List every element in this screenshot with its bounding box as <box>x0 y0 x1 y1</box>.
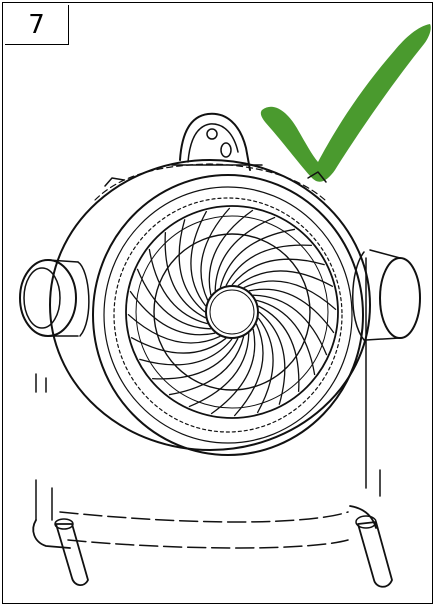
fan-blade <box>168 336 245 396</box>
step-number: 7 <box>5 5 69 45</box>
checkmark-icon <box>260 24 431 182</box>
fan-grille <box>125 205 339 419</box>
fan-blade <box>129 290 216 336</box>
fan-blade <box>208 209 254 296</box>
fan-blade <box>210 328 256 415</box>
fan-blade <box>253 294 328 356</box>
right-foot <box>357 521 393 588</box>
fan-blade <box>190 210 208 307</box>
right-knob <box>379 257 421 339</box>
fan-hub <box>205 285 259 339</box>
fan-blade <box>258 311 286 405</box>
fan-blade <box>178 219 206 313</box>
carry-handle <box>179 112 251 171</box>
fan-blade <box>127 313 221 344</box>
fan-blade <box>188 333 250 408</box>
fan-blade <box>233 323 264 417</box>
front-ring <box>92 174 364 456</box>
fan-blade <box>136 268 211 330</box>
fan-blade <box>214 216 276 291</box>
fan-heater-icon <box>19 112 421 588</box>
fan-blade <box>200 207 231 301</box>
stand-frame <box>35 479 53 521</box>
housing-outer <box>49 159 371 451</box>
fan-blade <box>225 244 312 286</box>
fan-blade <box>152 338 239 380</box>
fan-blade <box>164 232 206 319</box>
fan-blades <box>127 207 337 417</box>
fan-blade <box>219 228 296 288</box>
fan-blade <box>243 280 337 311</box>
left-foot <box>55 523 89 586</box>
fan-blade <box>256 299 316 376</box>
fan-blade <box>237 270 334 288</box>
fan-blade <box>256 317 274 414</box>
fan-blade <box>130 336 227 354</box>
fan-blade <box>148 248 208 325</box>
fan-blade <box>248 288 335 334</box>
left-knob <box>19 259 77 337</box>
fan-blade <box>139 338 233 366</box>
fan-blade <box>258 305 300 392</box>
fan-blade <box>231 258 325 286</box>
